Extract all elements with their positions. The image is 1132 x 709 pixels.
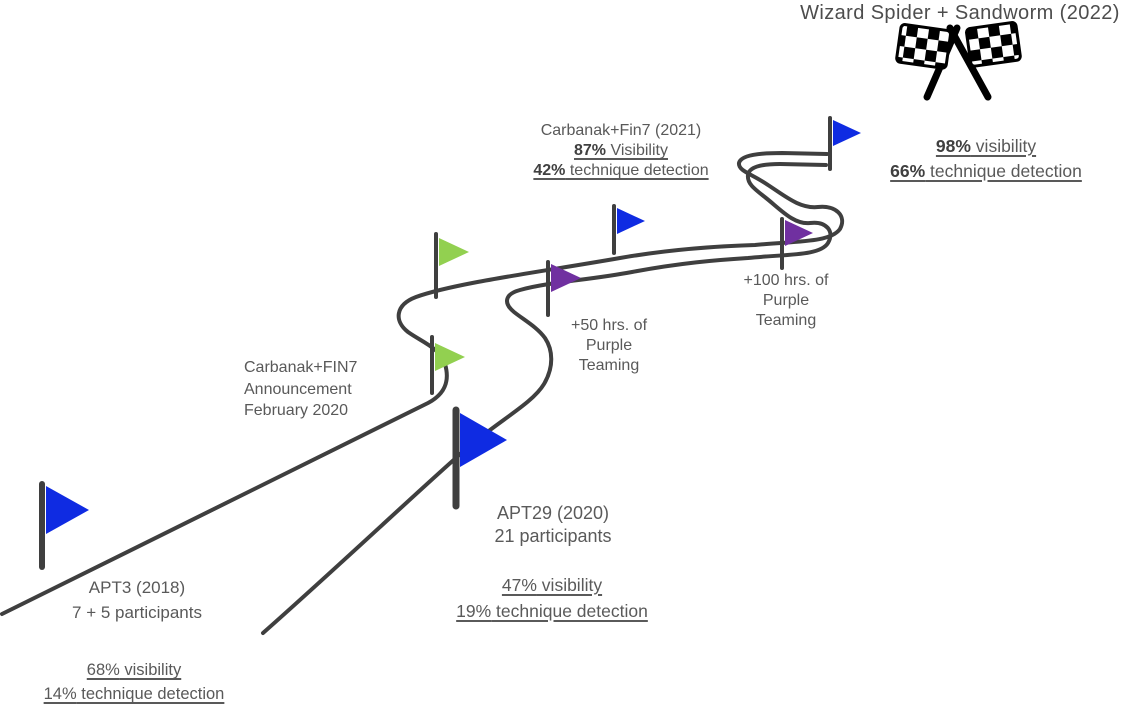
apt3-detection-stat: 14% technique detection bbox=[0, 682, 268, 706]
carbanak2021-detection-value: 42% bbox=[533, 162, 566, 179]
announcement-green-flag-lower-icon bbox=[435, 343, 465, 371]
apt29-visibility-stat: 47% visibility bbox=[418, 572, 686, 598]
apt29-participants: 21 participants bbox=[494, 526, 612, 546]
purple100-line3: Teaming bbox=[755, 312, 817, 329]
carbanak2021-visibility-stat: 87% Visibility bbox=[495, 141, 747, 161]
wizard2022-detection-stat: 66% technique detection bbox=[853, 159, 1119, 184]
announcement-green-flag-upper-icon bbox=[439, 238, 469, 266]
purple100-line1: +100 hrs. of bbox=[743, 272, 829, 289]
carbanak2021-flag-icon bbox=[617, 208, 645, 234]
purple100-flag-icon bbox=[785, 220, 813, 246]
purple100-label-block: +100 hrs. of Purple Teaming bbox=[722, 271, 850, 331]
purple100-line2: Purple bbox=[762, 292, 810, 309]
carbanak2021-detection-stat: 42% technique detection bbox=[495, 161, 747, 181]
apt29-visibility-value: 47% bbox=[501, 575, 537, 595]
apt3-detection-label: technique detection bbox=[76, 685, 225, 703]
apt3-stats-block: 68% visibility 14% technique detection bbox=[0, 658, 268, 706]
wizard2022-detection-value: 66% bbox=[890, 161, 926, 181]
apt3-flag-icon bbox=[46, 486, 89, 534]
apt29-title: APT29 (2020) bbox=[496, 503, 610, 523]
wizard2022-detection-label: technique detection bbox=[925, 161, 1082, 181]
carbanak2021-detection-label: technique detection bbox=[565, 162, 709, 179]
carbanak2021-visibility-value: 87% bbox=[574, 142, 607, 159]
apt3-detection-value: 14% bbox=[43, 685, 77, 703]
finish-checkered-flags-icon bbox=[895, 21, 1022, 101]
announcement-line1: Carbanak+FIN7 bbox=[244, 359, 358, 376]
apt3-visibility-value: 68% bbox=[86, 661, 120, 679]
apt3-visibility-label: visibility bbox=[119, 661, 182, 679]
purple50-line2: Purple bbox=[585, 337, 633, 354]
announcement-line2: Announcement bbox=[244, 380, 352, 398]
apt29-flag-icon bbox=[460, 413, 507, 467]
apt29-detection-stat: 19% technique detection bbox=[418, 598, 686, 624]
announcement-line3: February 2020 bbox=[244, 402, 349, 419]
apt29-detection-value: 19% bbox=[456, 601, 492, 621]
purple50-flag-icon bbox=[551, 264, 581, 292]
apt29-visibility-label: visibility bbox=[536, 575, 603, 595]
apt3-label-block: APT3 (2018) 7 + 5 participants bbox=[26, 575, 248, 625]
page-title: Wizard Spider + Sandworm (2022) bbox=[800, 2, 1120, 24]
wizard2022-flag-icon bbox=[833, 120, 861, 146]
road-path-inner bbox=[261, 162, 833, 635]
announcement-label-block: Carbanak+FIN7 Announcement February 2020 bbox=[244, 357, 357, 422]
road-path-outer bbox=[0, 151, 845, 616]
purple50-line1: +50 hrs. of bbox=[570, 317, 648, 334]
apt3-visibility-stat: 68% visibility bbox=[0, 658, 268, 682]
wizard2022-visibility-stat: 98% visibility bbox=[853, 134, 1119, 159]
wizard2022-visibility-value: 98% bbox=[935, 136, 971, 156]
carbanak2021-label-block: Carbanak+Fin7 (2021) 87% Visibility 42% … bbox=[495, 121, 747, 181]
apt3-participants: 7 + 5 participants bbox=[72, 603, 202, 622]
apt29-stats-block: 47% visibility 19% technique detection bbox=[418, 572, 686, 624]
purple50-label-block: +50 hrs. of Purple Teaming bbox=[545, 316, 673, 376]
apt29-label-block: APT29 (2020) 21 participants bbox=[432, 502, 674, 548]
carbanak2021-title: Carbanak+Fin7 (2021) bbox=[540, 122, 702, 139]
purple50-line3: Teaming bbox=[578, 357, 640, 374]
carbanak2021-visibility-label: Visibility bbox=[606, 142, 668, 159]
wizard2022-stats-block: 98% visibility 66% technique detection bbox=[853, 134, 1119, 184]
apt3-title: APT3 (2018) bbox=[88, 578, 186, 597]
apt29-detection-label: technique detection bbox=[491, 601, 648, 621]
wizard2022-visibility-label: visibility bbox=[970, 136, 1037, 156]
